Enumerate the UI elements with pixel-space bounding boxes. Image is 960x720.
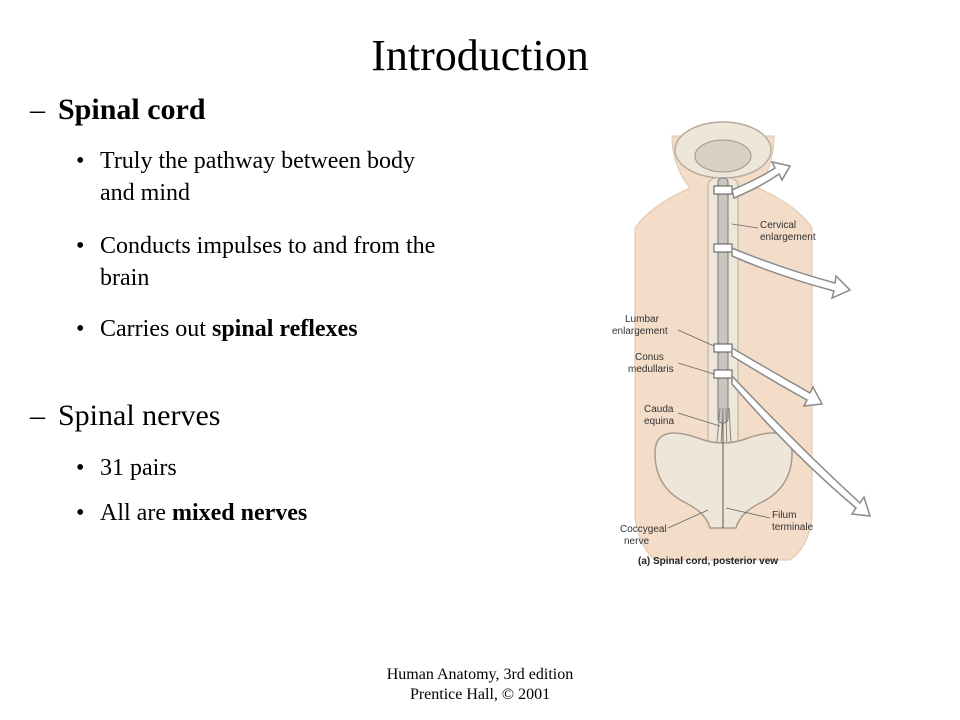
arrow-thoracic [731, 246, 852, 300]
figure-caption: (a) Spinal cord, posterior vew [638, 556, 778, 567]
bullet-text: Carries out spinal reflexes [100, 313, 436, 345]
label-cervical-line1: Cervical [760, 220, 796, 231]
section-heading-text: Spinal nerves [58, 399, 221, 432]
arrow-cervical [731, 160, 792, 200]
arrow-sacral [731, 374, 872, 517]
label-filum-line2: terminale [772, 522, 814, 533]
slide-content: –Spinal cord • Truly the pathway between… [30, 92, 436, 529]
footer-line-2: Prentice Hall, © 2001 [409, 686, 551, 703]
label-cervical-line2: enlargement [760, 232, 816, 243]
conus-marker [713, 369, 733, 379]
nerve-arrows [731, 160, 872, 517]
section-heading-spinal-cord: –Spinal cord [30, 92, 206, 128]
slide-footer: Human Anatomy, 3rd edition Prentice Hall… [0, 665, 960, 705]
label-lumbar-line1: Lumbar [625, 314, 660, 325]
label-coccygeal-line1: Coccygeal [620, 524, 667, 535]
spinal-cord-svg: Cervical enlargement Lumbar enlargement … [612, 121, 872, 567]
bullet-text-bold: mixed nerves [171, 500, 308, 526]
spinal-cord [717, 177, 729, 424]
bullet-conducts-impulses: • Conducts impulses to and from the brai… [76, 230, 436, 294]
bullet-text-plain: All are [100, 500, 172, 526]
bullet-marker: • [76, 233, 85, 259]
footer-line-1: Human Anatomy, 3rd edition [386, 666, 574, 683]
bullet-text-bold: spinal reflexes [211, 316, 358, 342]
label-cauda-line1: Cauda [644, 404, 674, 415]
lumbar-enlargement-marker [713, 343, 733, 353]
dash-marker: – [30, 93, 45, 126]
label-conus-line1: Conus [635, 352, 664, 363]
bullet-text: Conducts impulses to and from the brain [100, 233, 436, 291]
label-filum-line1: Filum [772, 510, 796, 521]
bullet-31-pairs: • 31 pairs [76, 452, 436, 484]
slide-title: Introduction [371, 31, 589, 80]
bullet-text: Truly the pathway between body and mind [100, 148, 416, 206]
bullet-text-plain: Carries out [100, 316, 212, 342]
bullet-pathway: • Truly the pathway between body and min… [76, 145, 436, 209]
label-coccygeal-line2: nerve [624, 536, 649, 547]
section-heading-spinal-nerves: –Spinal nerves [30, 398, 220, 434]
label-lumbar-line2: enlargement [612, 326, 668, 337]
bullet-marker: • [76, 455, 85, 481]
leader-lines [667, 223, 771, 529]
brainstem [694, 139, 752, 173]
label-cauda-line2: equina [644, 416, 674, 427]
cervical-lower-marker [713, 243, 733, 253]
section-heading-text: Spinal cord [58, 93, 206, 126]
cervical-enlargement-marker [713, 185, 733, 195]
bullet-text: 31 pairs [100, 455, 177, 481]
dash-marker: – [30, 399, 45, 432]
arrow-lumbar [731, 346, 824, 407]
spinal-cord-illustration: Cervical enlargement Lumbar enlargement … [440, 108, 960, 570]
bullet-marker: • [76, 316, 85, 342]
bullet-text: All are mixed nerves [100, 497, 436, 529]
bullet-mixed-nerves: • All are mixed nerves [76, 497, 436, 529]
label-conus-line2: medullaris [628, 364, 674, 375]
bullet-marker: • [76, 500, 85, 526]
bullet-marker: • [76, 148, 85, 174]
bullet-spinal-reflexes: • Carries out spinal reflexes [76, 313, 436, 345]
